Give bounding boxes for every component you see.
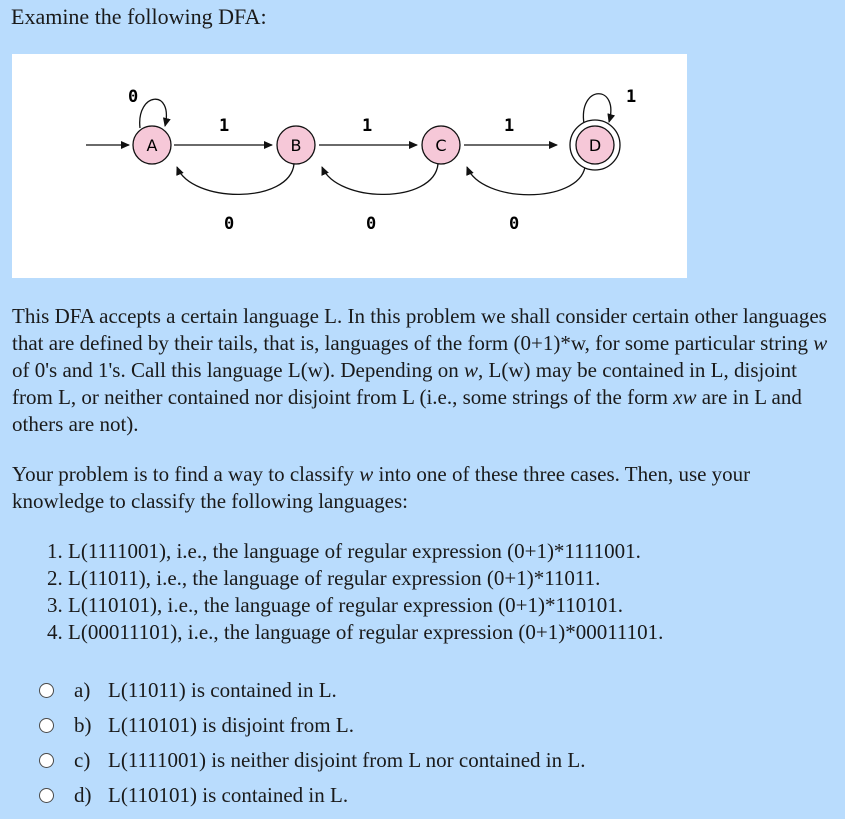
variable-w: w bbox=[813, 331, 828, 355]
task-text: into one of these three cases. Then, use… bbox=[12, 462, 751, 513]
option-b-text: L(110101) is disjoint from L. bbox=[108, 713, 354, 737]
state-c: C bbox=[421, 125, 461, 165]
self-loop-a bbox=[139, 98, 171, 129]
description-text: This DFA accepts a certain language L. I… bbox=[12, 304, 827, 355]
list-item: 1. L(1111001), i.e., the language of reg… bbox=[47, 539, 641, 563]
edge-b-a bbox=[176, 163, 295, 196]
list-item: 2. L(11011), i.e., the language of regul… bbox=[47, 566, 601, 590]
option-c-letter: c) bbox=[74, 748, 91, 772]
state-b-label: B bbox=[291, 136, 302, 155]
edge-c-b-label: 0 bbox=[366, 214, 376, 234]
self-loop-d-label: 1 bbox=[626, 87, 636, 107]
problem-description: This DFA accepts a certain language L. I… bbox=[12, 303, 832, 438]
option-d-letter: d) bbox=[74, 783, 92, 807]
option-c-radio[interactable] bbox=[39, 753, 54, 768]
answer-options: a) L(11011) is contained in L. b) L(1101… bbox=[39, 673, 585, 813]
edge-c-d-label: 1 bbox=[504, 116, 514, 136]
option-b-letter: b) bbox=[74, 713, 92, 737]
language-list: 1. L(1111001), i.e., the language of reg… bbox=[47, 538, 663, 646]
variable-w: w bbox=[463, 358, 478, 382]
option-c[interactable]: c) L(1111001) is neither disjoint from L… bbox=[39, 743, 585, 778]
option-d-text: L(110101) is contained in L. bbox=[108, 783, 349, 807]
dfa-diagram: A B C D 0 1 1 1 1 0 0 0 bbox=[12, 54, 687, 278]
question-intro: Examine the following DFA: bbox=[11, 4, 267, 29]
edge-d-c-label: 0 bbox=[509, 214, 519, 234]
problem-task: Your problem is to find a way to classif… bbox=[12, 461, 832, 515]
option-a-radio[interactable] bbox=[39, 683, 54, 698]
state-d: D bbox=[569, 119, 621, 171]
option-b[interactable]: b) L(110101) is disjoint from L. bbox=[39, 708, 585, 743]
edge-b-a-label: 0 bbox=[224, 214, 234, 234]
dfa-svg: A B C D 0 1 1 1 1 0 0 0 bbox=[86, 87, 636, 234]
variable-xw: xw bbox=[673, 385, 697, 409]
option-d-radio[interactable] bbox=[39, 788, 54, 803]
self-loop-d bbox=[582, 93, 616, 125]
state-a: A bbox=[132, 125, 172, 165]
task-text: Your problem is to find a way to classif… bbox=[12, 462, 360, 486]
option-c-text: L(1111001) is neither disjoint from L no… bbox=[108, 748, 586, 772]
list-item: 3. L(110101), i.e., the language of regu… bbox=[47, 593, 623, 617]
option-d[interactable]: d) L(110101) is contained in L. bbox=[39, 778, 585, 813]
option-b-radio[interactable] bbox=[39, 718, 54, 733]
edge-d-c bbox=[466, 166, 586, 196]
option-a[interactable]: a) L(11011) is contained in L. bbox=[39, 673, 585, 708]
edge-c-b bbox=[321, 163, 439, 196]
edge-a-b-label: 1 bbox=[219, 116, 229, 136]
variable-w: w bbox=[359, 462, 374, 486]
description-text: of 0's and 1's. Call this language L(w).… bbox=[12, 358, 464, 382]
list-item: 4. L(00011101), i.e., the language of re… bbox=[47, 620, 664, 644]
option-a-letter: a) bbox=[74, 678, 91, 702]
edge-b-c-label: 1 bbox=[362, 116, 372, 136]
state-d-label: D bbox=[589, 136, 601, 155]
state-c-label: C bbox=[435, 136, 446, 155]
description-text: are in L and others are not). bbox=[12, 385, 802, 436]
option-a-text: L(11011) is contained in L. bbox=[108, 678, 337, 702]
state-a-label: A bbox=[147, 136, 158, 155]
state-b: B bbox=[276, 125, 316, 165]
description-text: , L(w) may be contained in L, disjoint f… bbox=[12, 358, 798, 409]
self-loop-a-label: 0 bbox=[128, 87, 138, 107]
